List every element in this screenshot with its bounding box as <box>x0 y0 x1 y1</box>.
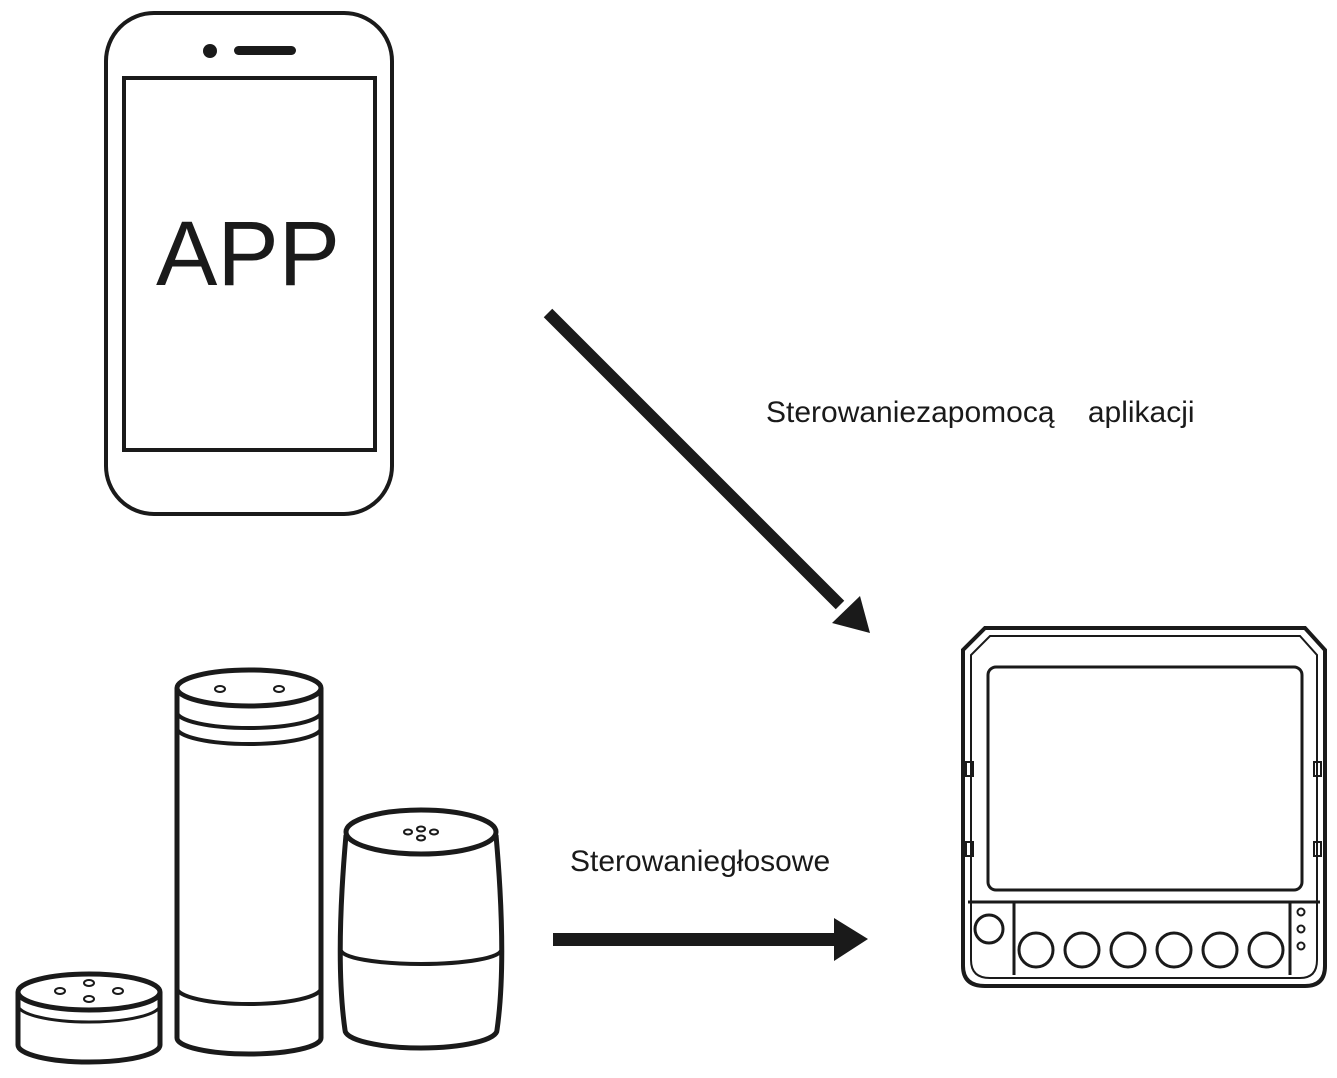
controller-panel-icon <box>961 626 1327 988</box>
app-control-label: Sterowaniezapomocą aplikacji <box>766 396 1195 429</box>
smart-speakers-group <box>15 667 505 1065</box>
voice-control-arrow <box>553 918 868 961</box>
voice-control-label: Sterowaniegłosowe <box>570 845 831 878</box>
app-control-arrow <box>543 308 870 633</box>
smart-speaker-dome-icon <box>337 807 505 1051</box>
smart-speaker-tall-icon <box>174 667 324 1057</box>
controller-buttons <box>1017 931 1285 969</box>
phone-screen-text: APP <box>156 203 340 305</box>
smart-speaker-puck-icon <box>15 971 163 1065</box>
smartphone-icon <box>104 11 394 516</box>
